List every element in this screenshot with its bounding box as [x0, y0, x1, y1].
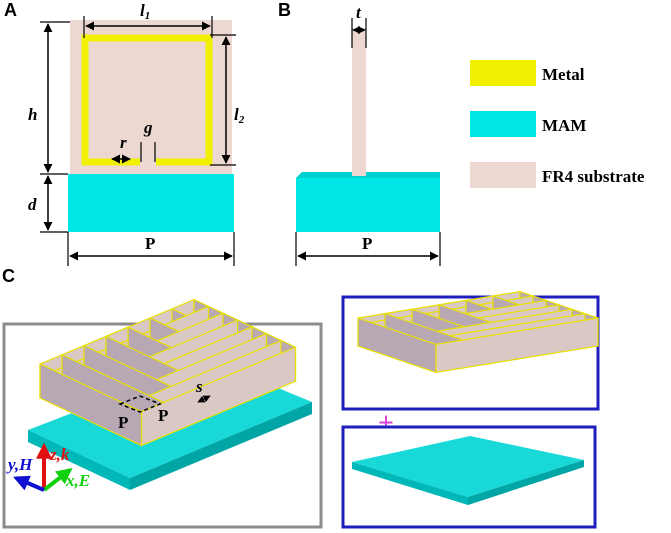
spacing-s-label: s	[195, 377, 203, 396]
fr4-substrate-front	[70, 20, 232, 174]
dim-l2-label: l2	[234, 105, 245, 126]
axis-y-arrow	[13, 475, 45, 492]
axis-y-label: y,H	[6, 455, 33, 474]
panel-label-c: C	[2, 266, 15, 286]
axis-x-arrow	[42, 468, 73, 492]
legend-swatch-mam	[470, 111, 536, 137]
unit-cell-p-label-2: P	[158, 406, 168, 425]
mam-block-side-top	[296, 172, 440, 178]
legend-swatch-metal	[470, 60, 536, 86]
mam-slab-assembled-side2	[130, 402, 312, 490]
dim-t-label: t	[356, 3, 362, 22]
dim-p-label-b: P	[362, 234, 372, 253]
dim-g-label: g	[143, 118, 153, 137]
exploded-fr4-wall	[357, 317, 437, 374]
fr4-grid-exploded	[357, 290, 599, 374]
panel-label-a: A	[4, 0, 17, 20]
legend-label-fr4: FR4 substrate	[542, 167, 645, 186]
legend-label-mam: MAM	[542, 116, 586, 135]
mam-slab-exploded-top	[352, 436, 584, 497]
legend: Metal MAM FR4 substrate	[470, 60, 645, 188]
unit-cell-outline	[117, 395, 163, 413]
mam-slab-assembled-side1	[28, 430, 130, 490]
dim-l1-label: l1	[140, 1, 150, 22]
mam-slab-exploded-side2	[468, 460, 584, 505]
panel-c-exploded-view: +	[341, 290, 600, 529]
spacing-s-arrow	[197, 395, 211, 403]
panel-a-front-view: l1 h d l2 r g P	[28, 1, 245, 266]
axis-z-label: z,k	[49, 445, 70, 464]
panel-c-assembled-view: P P s z,k y,H x,E	[2, 298, 323, 529]
dim-r-label: r	[120, 133, 127, 152]
mam-slab-exploded-side1	[352, 462, 468, 505]
fr4-substrate-side	[352, 28, 366, 176]
panel-b-side-view: t P	[295, 3, 441, 266]
mam-block-side	[296, 178, 440, 232]
dim-p-label-a: P	[145, 234, 155, 253]
legend-swatch-fr4	[470, 162, 536, 188]
axis-x-label: x,E	[65, 471, 90, 490]
metal-gap	[140, 156, 156, 166]
dim-h-label: h	[28, 105, 37, 124]
dim-d-label: d	[28, 195, 37, 214]
panel-label-b: B	[278, 0, 291, 20]
mam-block-front	[68, 174, 234, 232]
unit-cell-p-label-1: P	[118, 413, 128, 432]
legend-label-metal: Metal	[542, 65, 585, 84]
